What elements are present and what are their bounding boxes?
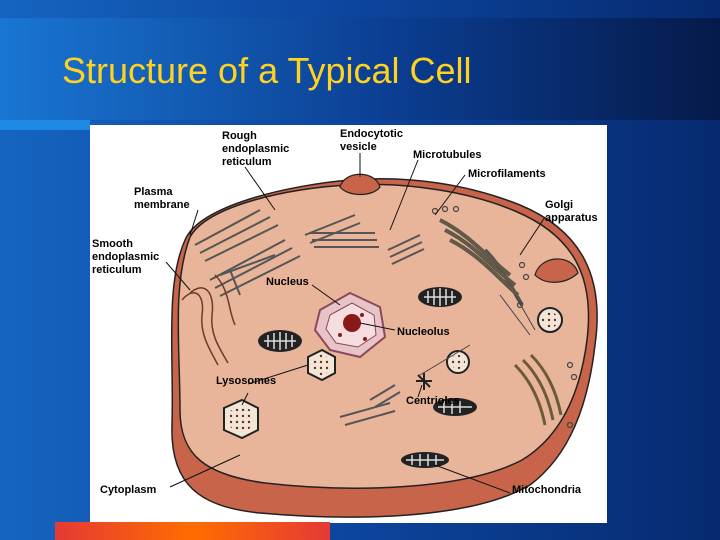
label-mitochondria: Mitochondria: [512, 484, 582, 496]
cell-diagram: Rough endoplasmic reticulum Endocytotic …: [92, 128, 598, 518]
diagram-panel: Rough endoplasmic reticulum Endocytotic …: [90, 125, 607, 523]
nucleolus: [343, 314, 361, 332]
slide-title: Structure of a Typical Cell: [62, 50, 472, 91]
mitochondrion: [418, 287, 462, 307]
golgi-apparatus-2: [513, 353, 563, 426]
cytoplasm-rods: [339, 384, 401, 426]
smooth-er: [181, 274, 236, 366]
label-plasma-2: membrane: [134, 199, 190, 211]
label-smooth-er-3: reticulum: [92, 264, 142, 276]
label-rough-er-3: reticulum: [222, 156, 272, 168]
label-golgi-2: apparatus: [545, 212, 598, 224]
label-golgi: Golgi: [545, 199, 573, 211]
label-smooth-er-2: endoplasmic: [92, 251, 159, 263]
label-endocytotic-2: vesicle: [340, 141, 377, 153]
leader-lines: [165, 153, 546, 494]
label-microtubules: Microtubules: [413, 149, 481, 161]
mitochondrion: [433, 398, 477, 416]
label-lysosomes: Lysosomes: [216, 375, 276, 387]
accent-strip: [0, 120, 90, 130]
endocytotic-vesicle: [339, 173, 381, 196]
mitochondrion: [401, 452, 449, 468]
golgi-notch: [534, 258, 579, 283]
label-smooth-er: Smooth: [92, 238, 133, 250]
mitochondrion: [258, 330, 302, 352]
lysosomes: [223, 307, 563, 440]
label-rough-er-2: endoplasmic: [222, 143, 289, 155]
accent-bar: [55, 522, 330, 540]
title-band: [0, 18, 720, 120]
microtubules: [219, 232, 425, 296]
label-nucleus: Nucleus: [266, 276, 309, 288]
label-microfilaments: Microfilaments: [468, 168, 546, 180]
mitochondria: [258, 287, 477, 468]
label-cytoplasm: Cytoplasm: [100, 484, 156, 496]
centrioles: [416, 373, 432, 390]
label-plasma: Plasma: [134, 186, 173, 198]
label-centrioles: Centrioles: [406, 395, 460, 407]
microfilaments: [419, 294, 536, 376]
nucleus: [313, 291, 387, 359]
label-endocytotic: Endocytotic: [340, 128, 403, 140]
golgi-apparatus: [439, 219, 519, 296]
label-rough-er: Rough: [222, 130, 257, 142]
label-nucleolus: Nucleolus: [397, 326, 450, 338]
